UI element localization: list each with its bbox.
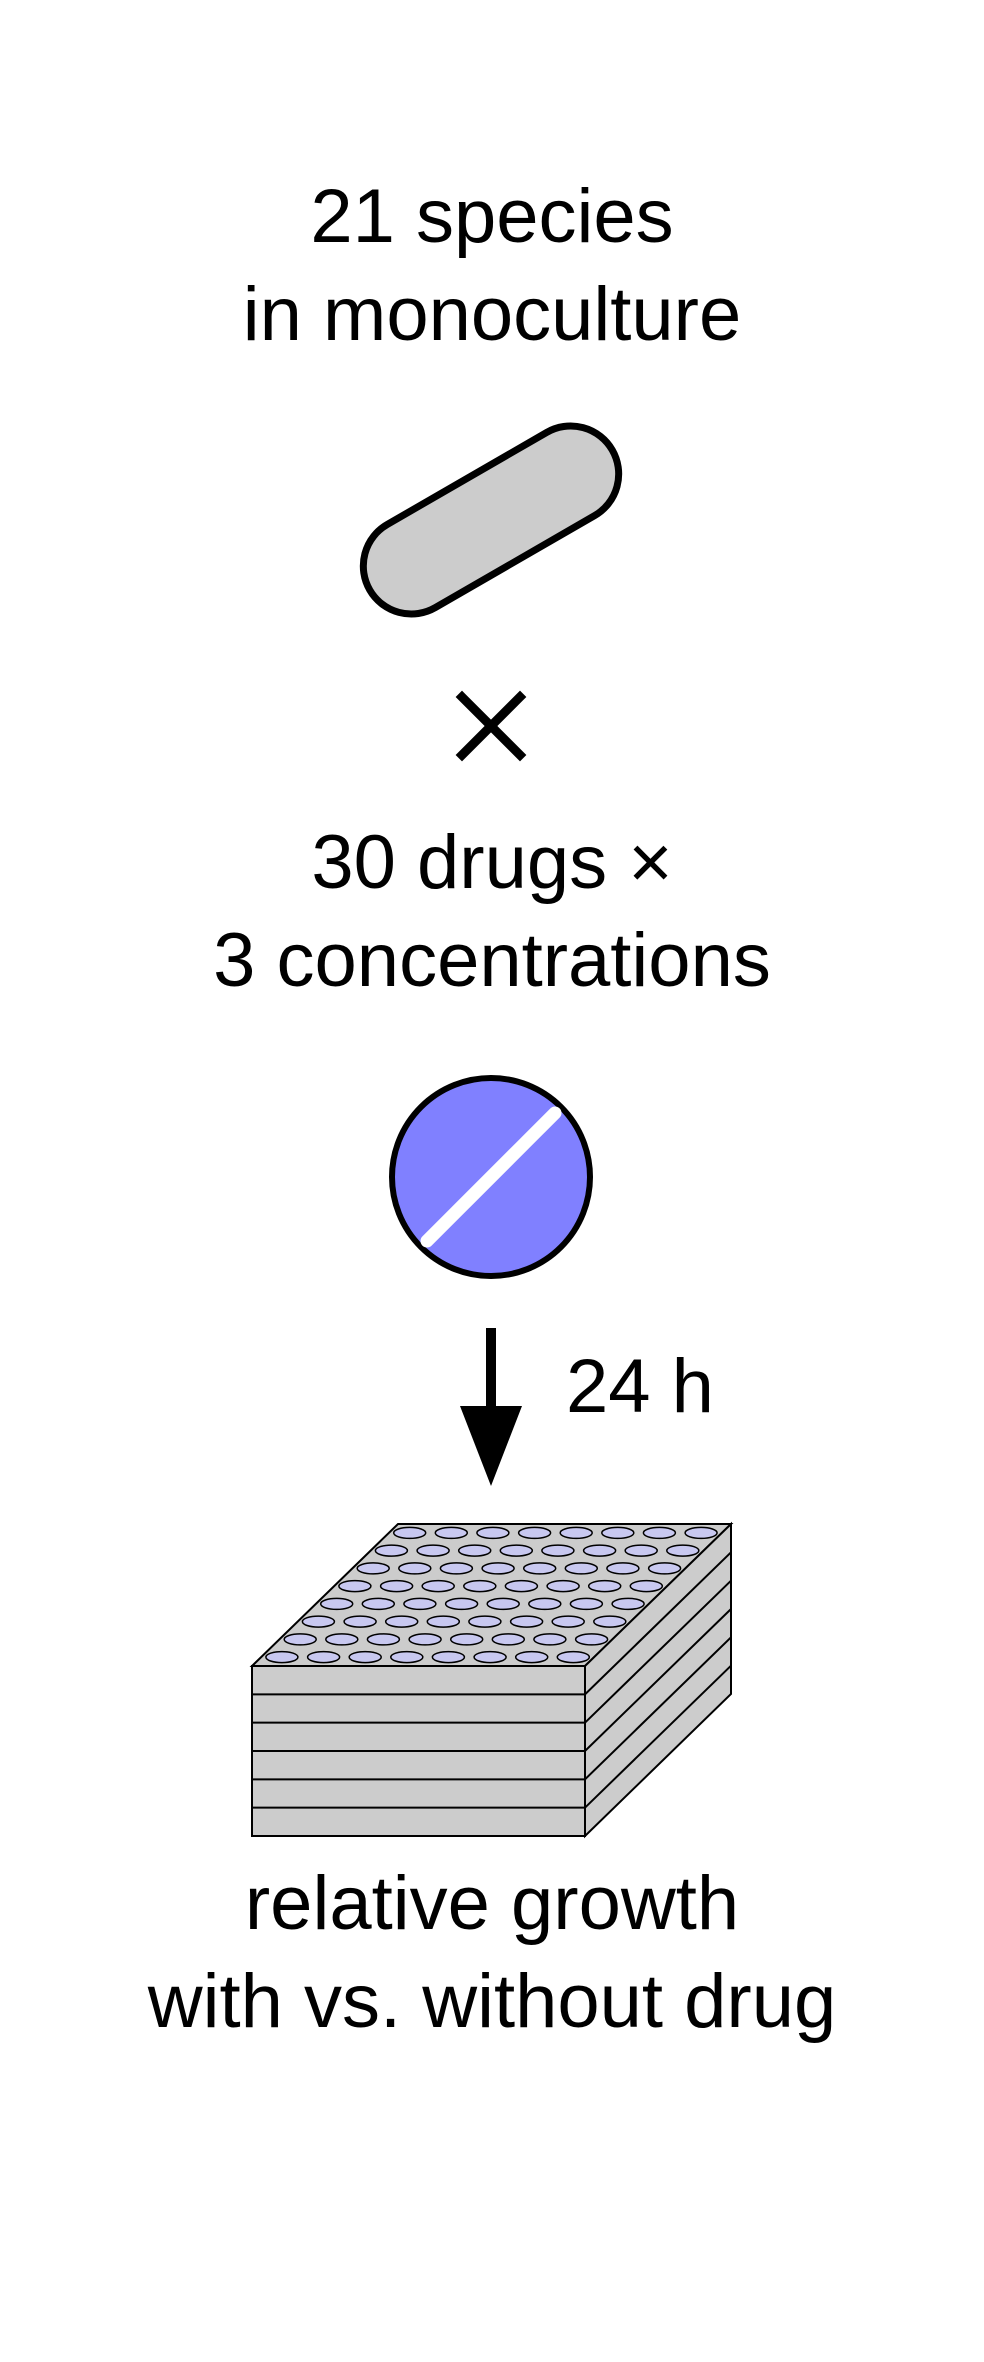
well [449, 1633, 484, 1646]
well [533, 1633, 567, 1646]
well [361, 1597, 396, 1611]
well [491, 1633, 526, 1646]
well [392, 1526, 427, 1540]
well [509, 1615, 544, 1628]
well [366, 1633, 401, 1646]
well [684, 1526, 718, 1540]
well [486, 1597, 520, 1611]
well [306, 1650, 341, 1664]
drugs-label: 30 drugs × 3 concentrations [0, 814, 984, 1010]
well [582, 1544, 617, 1557]
well [408, 1633, 442, 1646]
well [468, 1615, 502, 1628]
well [457, 1544, 492, 1557]
plate-layer-edge [252, 1636, 732, 1781]
well [434, 1526, 469, 1540]
plate-layer-edge [252, 1551, 732, 1696]
well [624, 1544, 658, 1557]
well [504, 1579, 539, 1593]
drug-pill-icon [389, 1075, 593, 1279]
well [593, 1615, 627, 1628]
well [338, 1579, 372, 1593]
bacterium-icon [359, 422, 623, 618]
well [374, 1544, 409, 1557]
well [390, 1650, 424, 1664]
well [481, 1562, 515, 1575]
well [574, 1633, 609, 1646]
times-symbol [455, 690, 527, 762]
well [517, 1526, 552, 1540]
well [601, 1526, 635, 1540]
well [666, 1544, 700, 1557]
incubation-time-label: 24 h [566, 1344, 714, 1429]
well [473, 1650, 507, 1664]
readout-line-1: relative growth [244, 1861, 740, 1946]
well [426, 1615, 461, 1628]
well [301, 1615, 336, 1628]
well [569, 1597, 604, 1611]
well [647, 1562, 682, 1575]
well [514, 1650, 549, 1664]
species-line-2: in monoculture [242, 272, 742, 357]
well [325, 1633, 359, 1646]
plate-layer-edge [252, 1608, 732, 1752]
well [642, 1526, 677, 1540]
well [343, 1615, 377, 1628]
well [463, 1579, 497, 1593]
well [444, 1597, 479, 1611]
well [499, 1544, 534, 1557]
well [587, 1579, 622, 1593]
well [421, 1579, 455, 1593]
well [431, 1650, 466, 1664]
down-arrow-icon [460, 1328, 522, 1486]
well [476, 1526, 510, 1540]
plate-layer-edge [252, 1579, 732, 1724]
drugs-line-2: 3 concentrations [213, 918, 771, 1003]
well [384, 1615, 419, 1628]
well [398, 1562, 432, 1575]
species-line-1: 21 species [310, 174, 674, 259]
well [629, 1579, 664, 1593]
well [528, 1597, 562, 1611]
well [439, 1562, 474, 1575]
well [265, 1650, 299, 1664]
readout-line-2: with vs. without drug [147, 1959, 837, 2044]
well [348, 1650, 382, 1664]
readout-label: relative growth with vs. without drug [0, 1855, 984, 2051]
drugs-line-1: 30 drugs × [311, 820, 673, 905]
well [522, 1562, 557, 1575]
stacked-well-plates-icon [249, 1521, 734, 1839]
plate-layer-edge [252, 1664, 732, 1809]
well [559, 1526, 593, 1540]
well [551, 1615, 585, 1628]
well [564, 1562, 599, 1575]
well [541, 1544, 575, 1557]
well [356, 1562, 390, 1575]
well [611, 1597, 645, 1611]
well [556, 1650, 591, 1664]
well [416, 1544, 450, 1557]
well [606, 1562, 640, 1575]
well [379, 1579, 414, 1593]
species-label: 21 species in monoculture [0, 168, 984, 364]
well [283, 1633, 317, 1646]
well [546, 1579, 580, 1593]
well [319, 1597, 354, 1611]
well [403, 1597, 437, 1611]
